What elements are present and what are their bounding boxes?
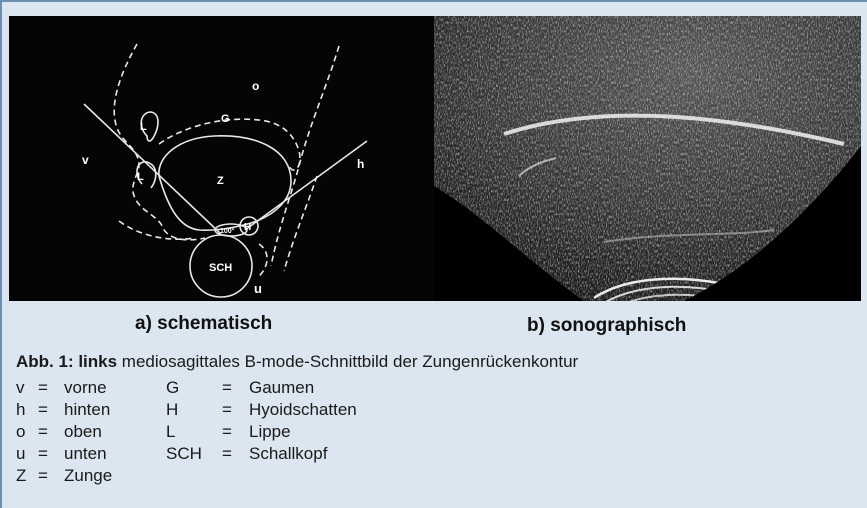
schematic-panel: o G v h Z L L H 100° SCH u [9, 16, 434, 301]
legend-key: o [16, 421, 25, 443]
legend-equals: = [222, 399, 232, 421]
legend-equals: = [222, 443, 232, 465]
figure-caption-text: mediosagittales B-mode-Schnittbild der Z… [117, 352, 578, 371]
legend-key: H [166, 399, 178, 421]
legend-value: Schallkopf [249, 443, 327, 465]
probe-line-right [245, 141, 367, 230]
legend-key: SCH [166, 443, 202, 465]
legend-equals: = [38, 421, 48, 443]
legend-value: Gaumen [249, 377, 314, 399]
legend-equals: = [222, 421, 232, 443]
legend-equals: = [222, 377, 232, 399]
legend-value: unten [64, 443, 107, 465]
ultrasound-image [434, 16, 861, 301]
label-v: v [82, 153, 89, 167]
label-u: u [254, 281, 262, 296]
legend-equals: = [38, 443, 48, 465]
legend-value: oben [64, 421, 102, 443]
label-Z: Z [217, 175, 224, 187]
figure-caption-label: Abb. 1: links [16, 352, 117, 371]
legend-value: hinten [64, 399, 110, 421]
label-SCH: SCH [209, 262, 232, 274]
legend-equals: = [38, 465, 48, 487]
label-H: H [244, 222, 251, 233]
label-angle: 100° [220, 227, 235, 235]
label-L-lower: L [137, 171, 144, 183]
label-G: G [221, 113, 230, 125]
legend-key: u [16, 443, 25, 465]
legend-value: Zunge [64, 465, 112, 487]
probe-line-left [84, 104, 221, 234]
legend-value: vorne [64, 377, 107, 399]
legend-equals: = [38, 399, 48, 421]
legend-key: G [166, 377, 179, 399]
legend-key: L [166, 421, 175, 443]
figure-caption: Abb. 1: links mediosagittales B-mode-Sch… [16, 352, 578, 372]
legend-key: v [16, 377, 25, 399]
tongue-outline [159, 136, 291, 230]
label-o: o [252, 79, 259, 93]
schematic-drawing: o G v h Z L L H 100° SCH u [9, 16, 434, 301]
caption-schematic: a) schematisch [135, 313, 272, 335]
front-contour [114, 44, 205, 240]
legend-value: Lippe [249, 421, 291, 443]
caption-sonographic: b) sonographisch [527, 315, 686, 337]
legend-equals: = [38, 377, 48, 399]
legend-value: Hyoidschatten [249, 399, 357, 421]
sonographic-panel [434, 16, 861, 301]
chin-contour [257, 244, 267, 278]
legend-key: Z [16, 465, 26, 487]
legend-key: h [16, 399, 25, 421]
label-h: h [357, 157, 364, 171]
label-L-upper: L [140, 121, 147, 133]
